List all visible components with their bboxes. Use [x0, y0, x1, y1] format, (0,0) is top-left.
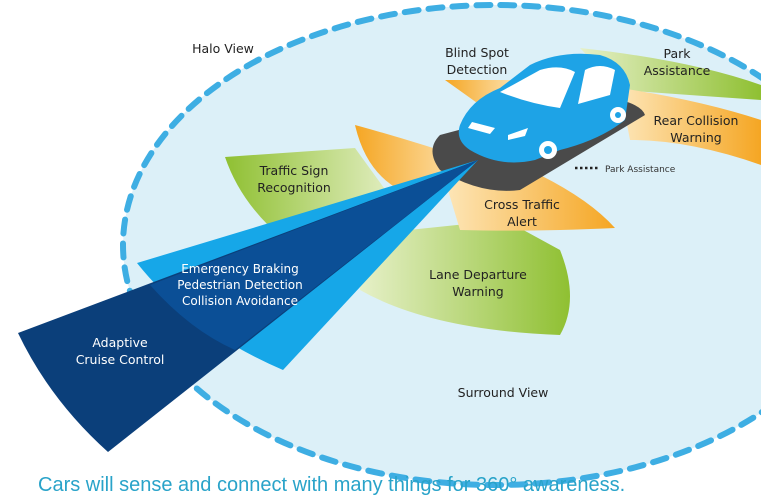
traffic-sign-line1: Traffic Sign: [259, 163, 329, 178]
park-assistance-line2: Assistance: [643, 63, 711, 78]
halo-view-label: Halo View: [192, 41, 254, 56]
lane-departure-line1: Lane Departure: [429, 267, 527, 282]
beam-collision-avoidance: [150, 160, 478, 350]
caption: Cars will sense and connect with many th…: [38, 474, 626, 496]
cross-traffic-line2: Alert: [507, 214, 537, 229]
blind-spot-zone: [445, 80, 520, 105]
emergency-line1: Emergency Braking: [181, 262, 299, 276]
rear-collision-zone: [620, 88, 761, 165]
lane-departure-zone: [360, 220, 570, 335]
rear-collision-line1: Rear Collision: [653, 113, 739, 128]
emergency-line3: Collision Avoidance: [182, 294, 298, 308]
blind-spot-line1: Blind Spot: [445, 45, 509, 60]
lane-departure-line2: Warning: [452, 284, 504, 299]
adaptive-line1: Adaptive: [92, 335, 148, 350]
park-assistance-line1: Park: [663, 46, 691, 61]
adaptive-line2: Cruise Control: [75, 352, 165, 367]
blind-spot-line2: Detection: [446, 62, 508, 77]
car-icon: [458, 53, 630, 163]
rear-collision-line2: Warning: [670, 130, 722, 145]
surround-view-label: Surround View: [457, 385, 549, 400]
emergency-line2: Pedestrian Detection: [177, 278, 303, 292]
cross-traffic-line1: Cross Traffic: [484, 197, 560, 212]
park-assistance-small-label: Park Assistance: [605, 165, 676, 175]
traffic-sign-line2: Recognition: [257, 180, 331, 195]
halo-view-dashed-border: [120, 2, 761, 488]
